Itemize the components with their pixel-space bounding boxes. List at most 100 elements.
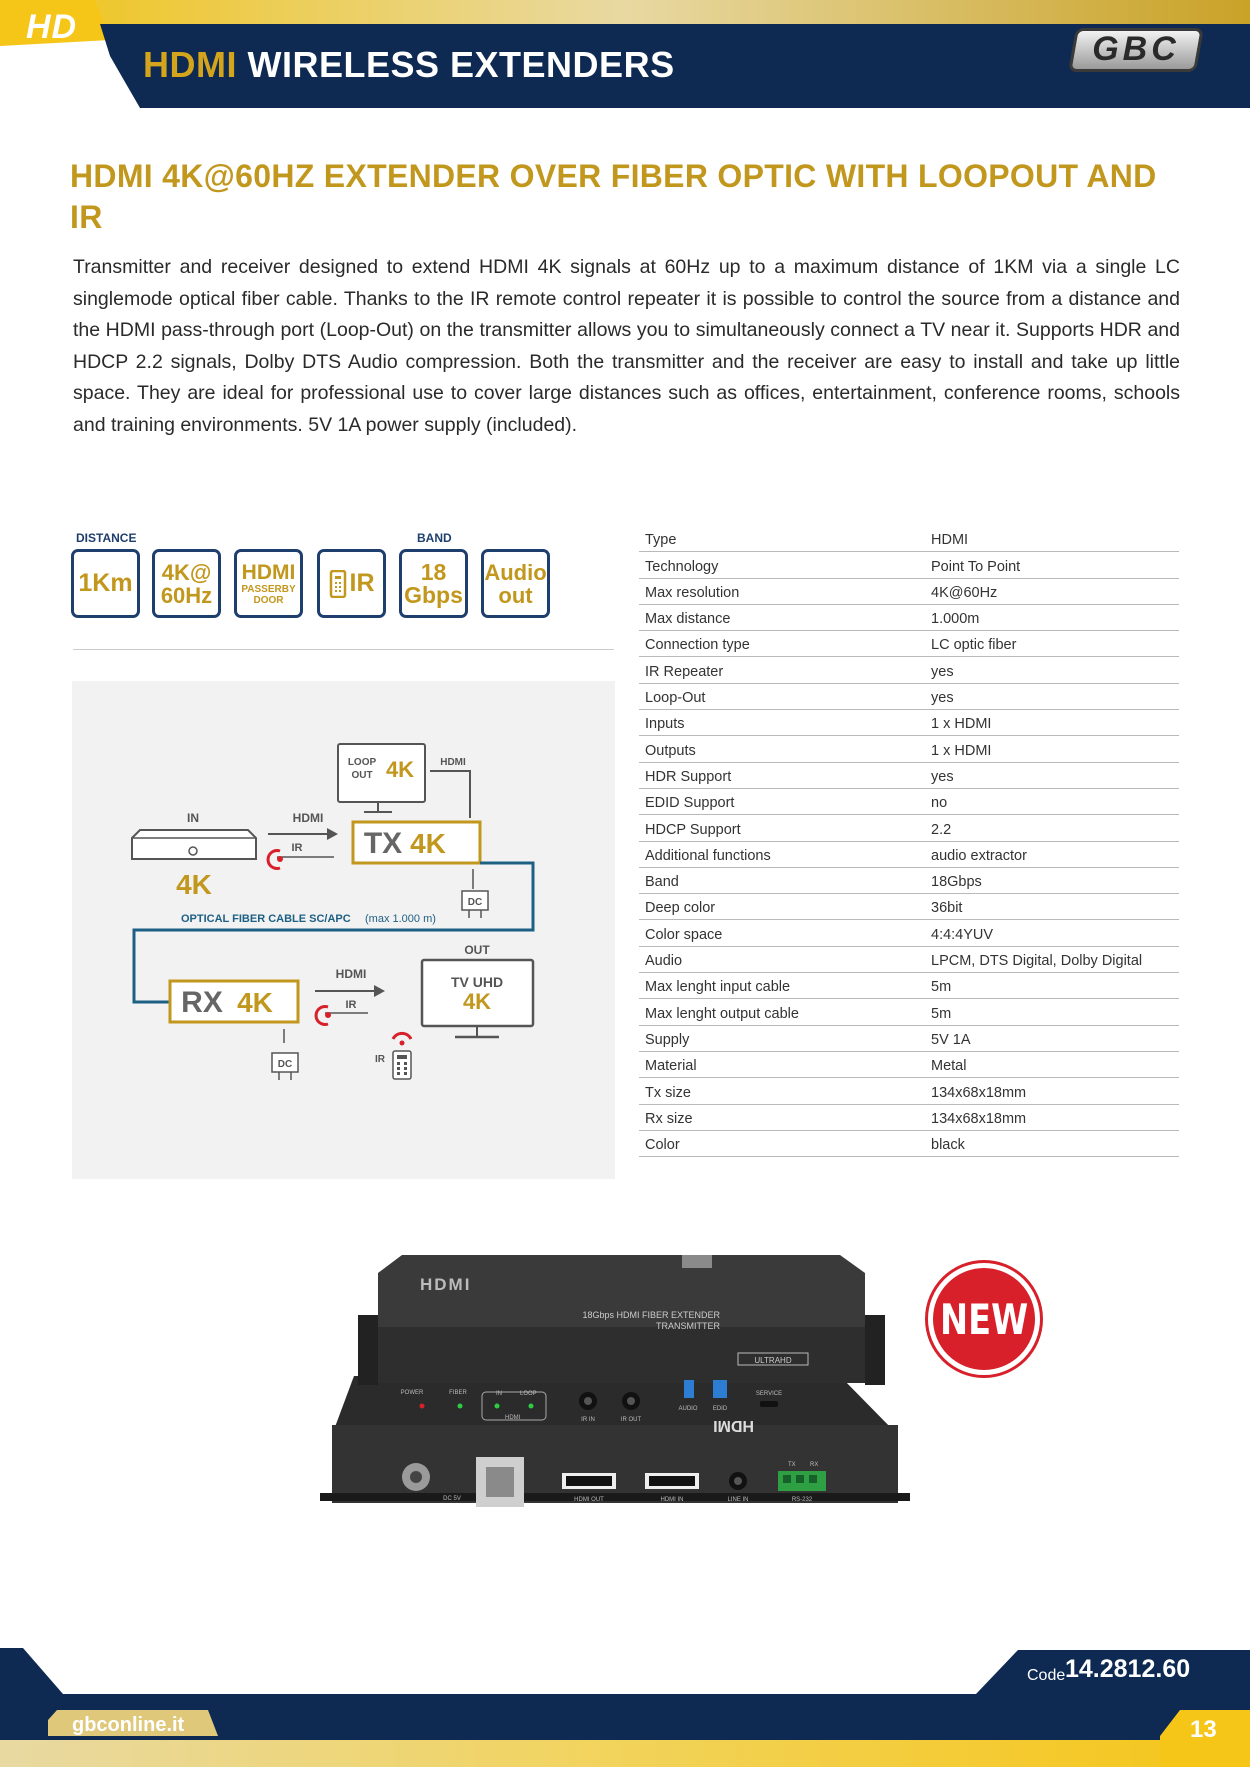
spec-value: 5V 1A xyxy=(931,1031,971,1048)
feature-caption-band: BAND xyxy=(417,531,452,545)
label-in: IN xyxy=(187,811,199,825)
loopout-4k: 4K xyxy=(386,757,414,782)
spec-value: 36bit xyxy=(931,900,963,917)
spec-value: yes xyxy=(931,663,954,680)
device-top-label-1: 18Gbps HDMI FIBER EXTENDER xyxy=(582,1310,720,1320)
feature-hdmi-sub2: DOOR xyxy=(253,595,284,606)
loopout-monitor: LOOP OUT 4K xyxy=(337,743,426,813)
label-audio: AUDIO xyxy=(678,1406,697,1412)
diagram-canvas: LOOP OUT 4K HDMI IN 4K HDMI IR TX 4K xyxy=(131,743,535,1080)
rx-unit: RX 4K xyxy=(168,979,300,1024)
spec-value: 4K@60Hz xyxy=(931,584,998,601)
ir-signal-icon xyxy=(266,849,283,870)
label-power: POWER xyxy=(401,1390,424,1396)
feature-band-line1: 18 xyxy=(420,558,447,585)
feature-resolution: 4K@ 60Hz xyxy=(152,549,221,618)
tv-4k: 4K xyxy=(463,989,491,1014)
spec-row: Band 18Gbps xyxy=(639,868,1179,895)
spec-label: Max lenght input cable xyxy=(645,979,791,996)
spec-label: Max resolution xyxy=(645,584,740,601)
rx-4k: 4K xyxy=(237,987,273,1018)
gbc-logo-text: GBC xyxy=(1092,30,1180,68)
spec-value: LC optic fiber xyxy=(931,637,1017,654)
spec-label: Supply xyxy=(645,1031,690,1048)
feature-band: 18 Gbps xyxy=(399,549,468,618)
spec-label: Max lenght output cable xyxy=(645,1005,799,1022)
device-hdmi-logo-rear: HDMI xyxy=(713,1417,754,1434)
tv-uhd: OUT TV UHD 4K xyxy=(420,943,535,1039)
footer-band xyxy=(0,1648,1250,1767)
ir-signal-icon xyxy=(314,1005,331,1026)
spec-row: IR Repeater yes xyxy=(639,657,1179,684)
spec-value: HDMI xyxy=(931,532,969,549)
spec-label: EDID Support xyxy=(645,795,735,812)
feature-resolution-line1: 4K@ xyxy=(161,559,212,585)
spec-value: audio extractor xyxy=(931,847,1027,864)
website-link[interactable]: gbconline.it xyxy=(72,1714,185,1736)
spec-label: Audio xyxy=(645,953,683,970)
spec-label: Additional functions xyxy=(645,847,771,864)
remote-icon xyxy=(329,569,346,598)
spec-value: LPCM, DTS Digital, Dolby Digital xyxy=(931,953,1143,970)
feature-distance-value: 1Km xyxy=(78,569,133,597)
header-band xyxy=(0,0,1250,108)
feature-band-line2: Gbps xyxy=(404,581,463,608)
feature-ir: IR xyxy=(317,549,386,618)
product-photo: HDMI 18Gbps HDMI FIBER EXTENDER TRANSMIT… xyxy=(320,1250,910,1530)
label-rs232: RS-232 xyxy=(792,1497,813,1503)
spec-row: Max lenght input cable 5m xyxy=(639,973,1179,1000)
spec-value: 5m xyxy=(931,979,952,996)
label-loop: LOOP xyxy=(520,1391,537,1397)
spec-label: Max distance xyxy=(645,611,731,628)
label-hdmi-in: HDMI IN xyxy=(661,1497,684,1503)
rx-dc-label: DC xyxy=(278,1059,292,1070)
feature-hdmi-label: HDMI xyxy=(241,561,296,584)
label-hdmi-in: HDMI xyxy=(293,811,324,825)
label-tx: TX xyxy=(788,1462,796,1468)
spec-value: 18Gbps xyxy=(931,874,982,891)
spec-value: Metal xyxy=(931,1058,967,1075)
page-header: HD HDMI WIRELESS EXTENDERS GBC xyxy=(0,0,1250,110)
spec-label: Rx size xyxy=(645,1110,693,1127)
label-ir-rx: IR xyxy=(346,999,357,1011)
spec-label: Type xyxy=(645,532,677,549)
spec-label: Band xyxy=(645,874,679,891)
tx-label: TX xyxy=(364,827,402,860)
page-number: 13 xyxy=(1190,1716,1217,1743)
spec-row: Max resolution 4K@60Hz xyxy=(639,579,1179,605)
label-line-in: LINE IN xyxy=(727,1497,748,1503)
divider xyxy=(73,649,614,650)
label-hdmi-loop: HDMI xyxy=(440,757,466,768)
spec-value: 134x68x18mm xyxy=(931,1084,1027,1101)
spec-label: HDCP Support xyxy=(645,821,741,838)
spec-label: IR Repeater xyxy=(645,663,724,680)
spec-row: Audio LPCM, DTS Digital, Dolby Digital xyxy=(639,947,1179,974)
spec-value: 4:4:4YUV xyxy=(931,926,994,943)
spec-value: 1 x HDMI xyxy=(931,716,992,733)
device-ultrahd: ULTRAHD xyxy=(754,1356,791,1365)
label-ir-in: IR IN xyxy=(581,1417,595,1423)
feature-audio-line2: out xyxy=(498,582,533,608)
spec-row: Additional functions audio extractor xyxy=(639,842,1179,868)
label-ir-out: IR OUT xyxy=(621,1417,642,1423)
section-title-rest: WIRELESS EXTENDERS xyxy=(247,44,675,85)
label-dc5v: DC 5V xyxy=(443,1496,461,1502)
spec-value: 1 x HDMI xyxy=(931,742,992,759)
source-4k: 4K xyxy=(176,869,212,900)
feature-audio-line1: Audio xyxy=(484,559,547,585)
label-in: IN xyxy=(496,1391,502,1397)
fiber-cable-max: (max 1.000 m) xyxy=(365,913,436,925)
label-hdmi-front: HDMI xyxy=(505,1415,521,1421)
spec-value: yes xyxy=(931,768,954,785)
